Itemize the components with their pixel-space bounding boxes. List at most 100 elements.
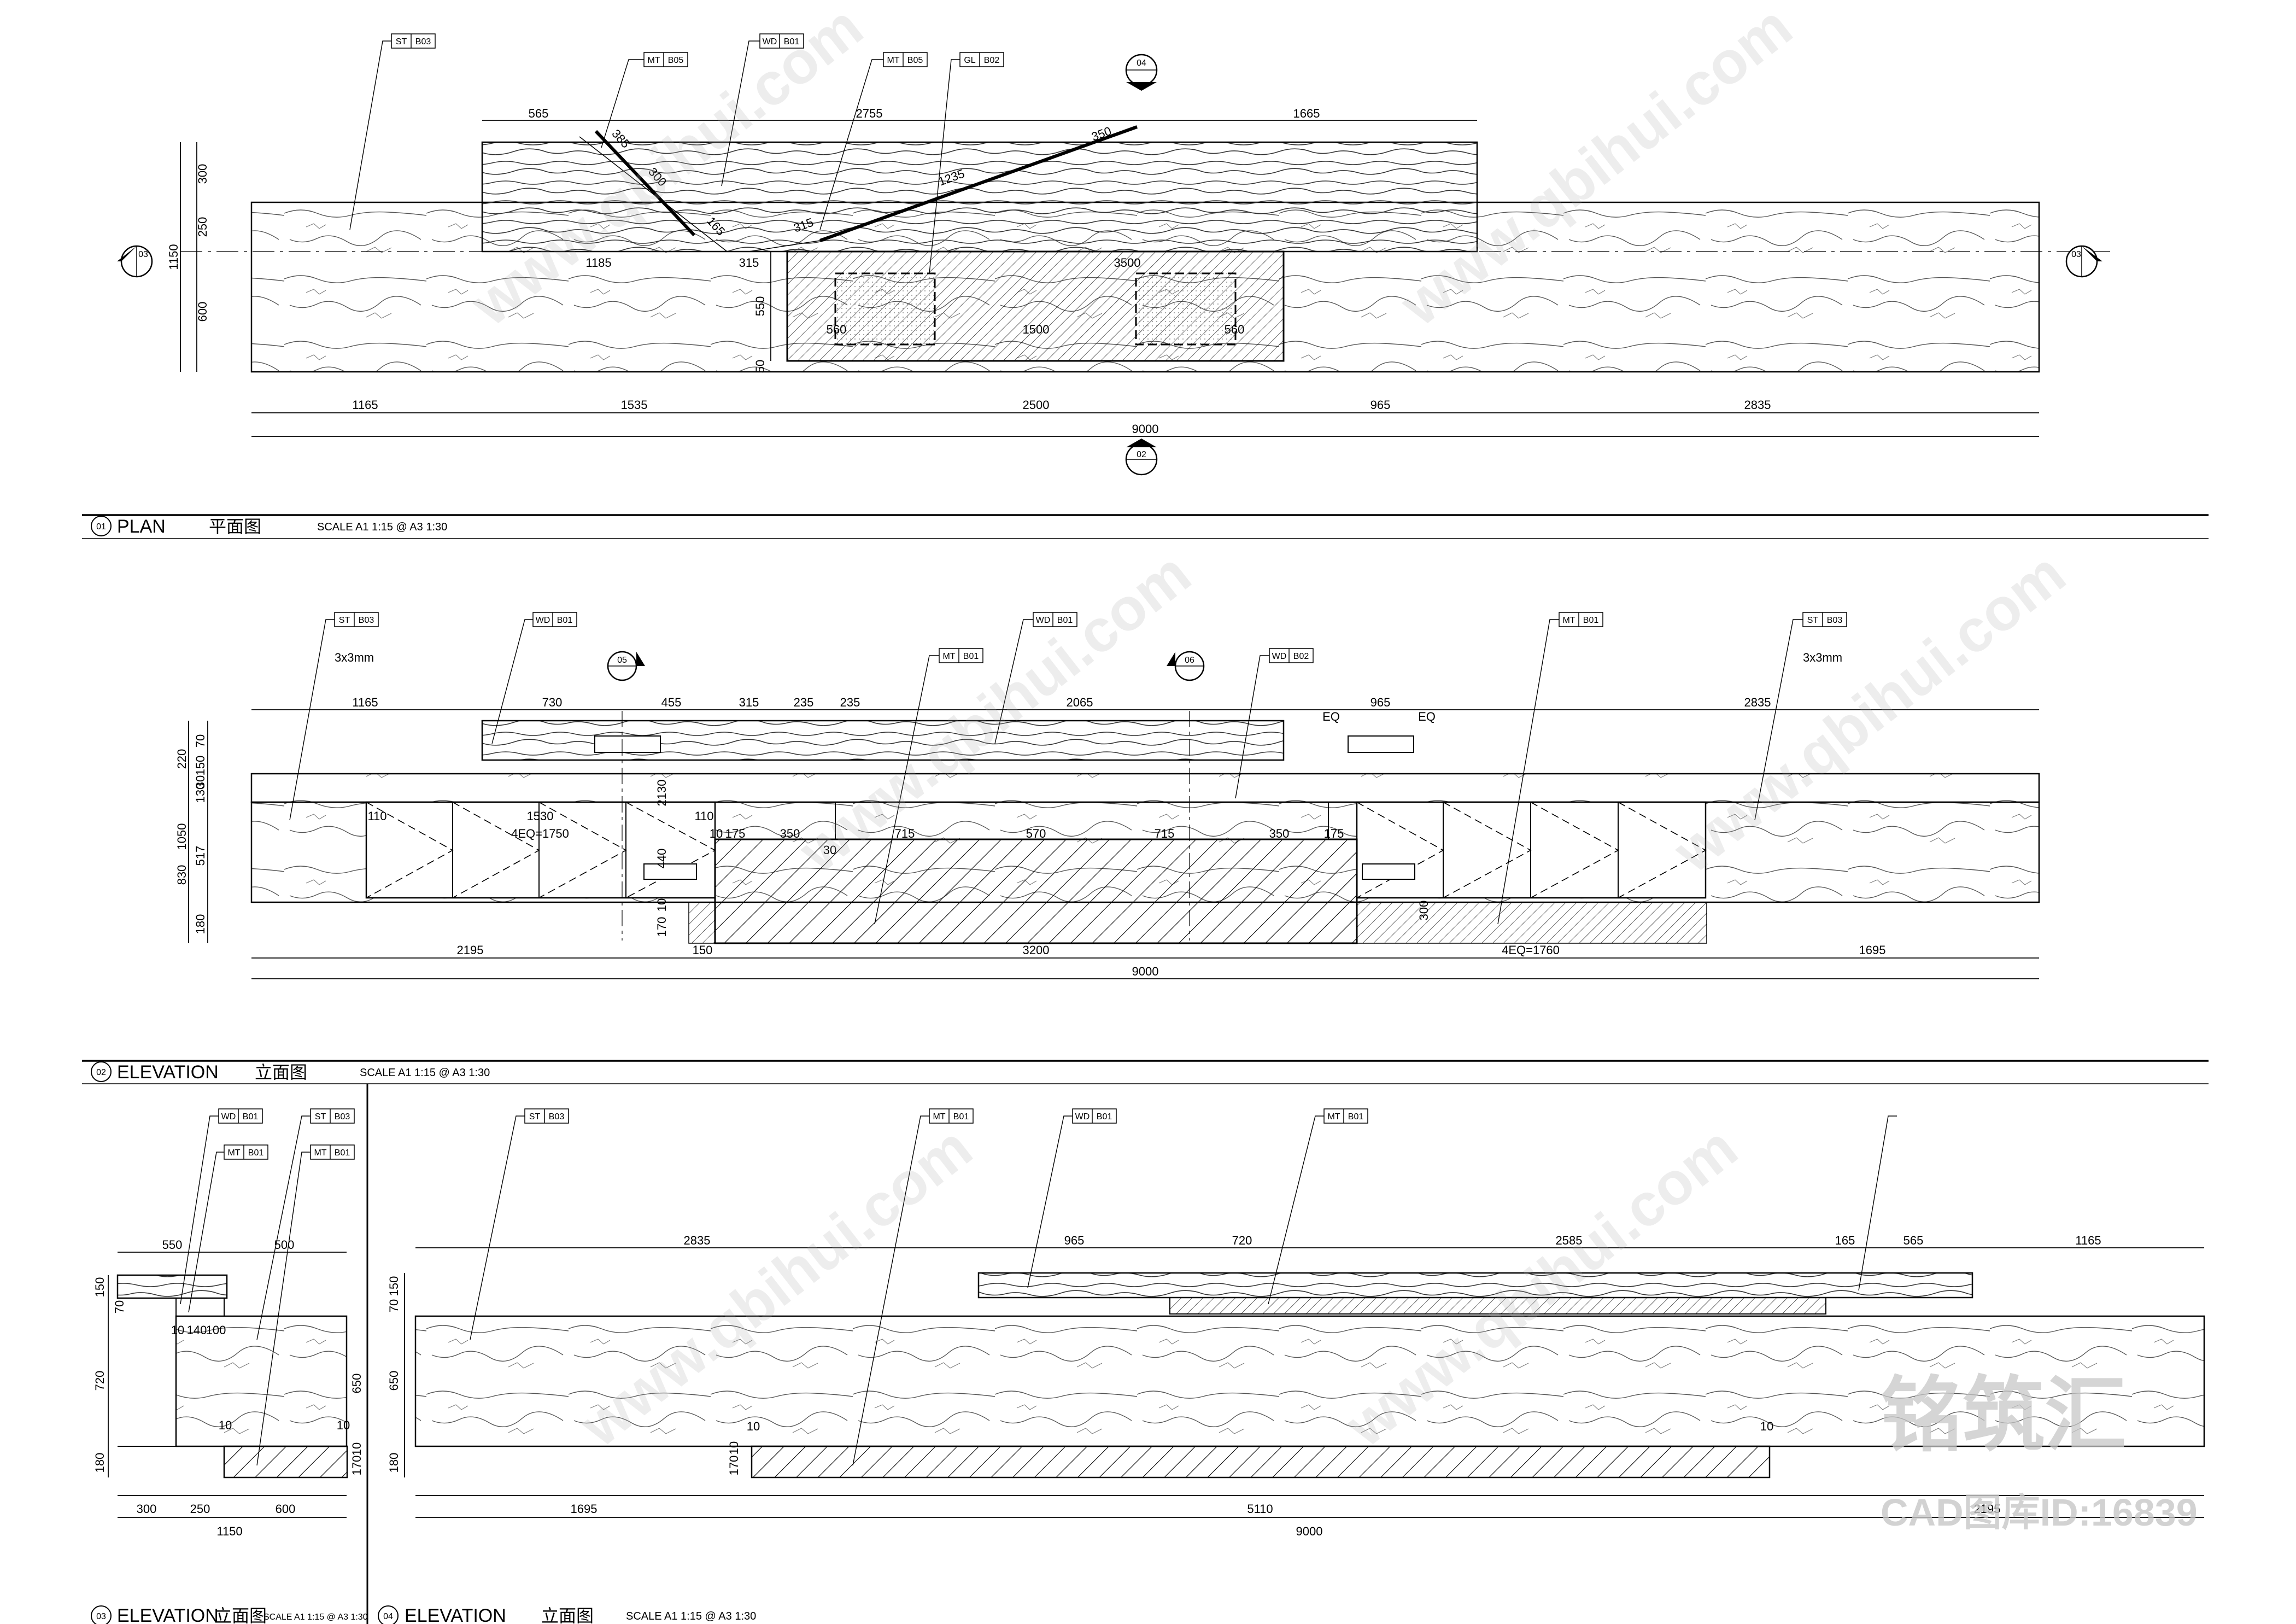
section-title-elevation-b: 03 ELEVATION 立面图 SCALE A1 1:15 @ A3 1:30: [91, 1605, 368, 1624]
elev-a-marble-band: [250, 773, 2040, 803]
dim-label: 500: [274, 1238, 295, 1252]
dim-label: 110: [367, 809, 386, 823]
elev-a-desk-hatch: [714, 838, 1358, 944]
dim-label: 1530: [527, 809, 554, 823]
dim-label: 1150: [167, 244, 180, 270]
dim-label: 150: [693, 943, 713, 957]
svg-text:B05: B05: [907, 56, 923, 65]
elevation-b-drawing: [116, 1274, 348, 1479]
dim-label: 2835: [684, 1234, 711, 1247]
dim-label: 715: [1155, 827, 1175, 840]
watermark-site: www.qbihui.com: [1661, 539, 2077, 885]
section-scale: SCALE A1 1:15 @ A3 1:30: [317, 521, 447, 533]
svg-text:03: 03: [138, 250, 148, 259]
title-bars: [82, 514, 2209, 1624]
dim-label: 715: [895, 827, 915, 840]
section-title: PLAN: [117, 516, 166, 537]
dim-label: 315: [739, 256, 759, 270]
section-number: 03: [96, 1612, 106, 1621]
svg-text:B01: B01: [953, 1112, 969, 1121]
elev-b-marble: [175, 1315, 348, 1447]
dim-label: 965: [1064, 1234, 1085, 1247]
dim-label: 1050: [175, 823, 189, 850]
dim-label: 70: [387, 1299, 401, 1312]
dim-label: 300: [137, 1502, 157, 1516]
dim-label: 560: [827, 323, 847, 336]
watermark-site: www.qbihui.com: [786, 539, 1203, 885]
svg-text:B01: B01: [963, 652, 979, 661]
dim-label: 1500: [1023, 323, 1050, 336]
dim-label: 1165: [2075, 1234, 2101, 1247]
section-title-cn: 平面图: [209, 517, 261, 536]
svg-text:04: 04: [1137, 59, 1146, 68]
dim-label: 385: [609, 127, 632, 151]
material-tag: MT B01: [939, 648, 983, 663]
dim-label: 165: [704, 214, 728, 238]
dim-overall: 9000: [1132, 422, 1159, 436]
svg-text:MT: MT: [647, 56, 660, 65]
dim-label: 30: [194, 775, 207, 788]
svg-text:B01: B01: [1057, 616, 1073, 625]
svg-text:WD: WD: [1272, 652, 1287, 661]
dim-label: 10: [1760, 1419, 1773, 1433]
plan-drawer-right: [1135, 272, 1237, 346]
svg-text:B05: B05: [668, 56, 684, 65]
dim-label: 70: [113, 1300, 126, 1313]
svg-text:B02: B02: [1293, 652, 1309, 661]
svg-text:B03: B03: [415, 37, 431, 46]
section-marker: 02: [1125, 439, 1158, 476]
watermark-site: www.qbihui.com: [1387, 0, 1804, 339]
svg-text:ST: ST: [1807, 616, 1819, 625]
elevation-c-drawing: [414, 1272, 2205, 1479]
dim-overall: 1150: [216, 1524, 242, 1538]
note-label: 3x3mm: [1803, 651, 1842, 664]
svg-text:ST: ST: [396, 37, 407, 46]
elev-a-leader-lines: [289, 619, 1803, 925]
dim-label: 250: [196, 217, 209, 237]
dim-label: 175: [1324, 827, 1344, 840]
elev-b-leader-lines: [180, 1115, 311, 1466]
note-label: 3x3mm: [335, 651, 374, 664]
svg-text:MT: MT: [942, 652, 955, 661]
elev-a-section-markers: 05 06: [607, 651, 1205, 681]
svg-text:B03: B03: [359, 616, 374, 625]
dim-label: 2500: [1023, 398, 1050, 412]
svg-text:05: 05: [617, 656, 627, 665]
material-tag: WD B02: [1269, 648, 1314, 663]
dim-label: 2835: [1744, 398, 1771, 412]
section-marker: 05: [607, 651, 645, 681]
svg-text:B03: B03: [335, 1112, 350, 1121]
dim-label: 150: [93, 1277, 107, 1298]
dim-label: 30: [823, 843, 836, 857]
dim-label: 10: [350, 1442, 364, 1456]
svg-text:MT: MT: [227, 1148, 240, 1158]
section-scale: SCALE A1 1:15 @ A3 1:30: [263, 1613, 368, 1622]
svg-text:ST: ST: [339, 616, 350, 625]
dim-label: 110: [694, 809, 713, 823]
elev-a-cabinet-left: [365, 801, 716, 899]
dim-label: 1165: [352, 696, 378, 709]
dim-label: 180: [93, 1453, 107, 1473]
dim-label: 2835: [1744, 696, 1771, 709]
eq-label: EQ: [1322, 710, 1340, 723]
dim-label: 180: [387, 1453, 401, 1473]
svg-text:B01: B01: [243, 1112, 259, 1121]
dim-label: 2195: [457, 943, 484, 957]
svg-text:06: 06: [1185, 656, 1194, 665]
dim-label: 570: [1026, 827, 1046, 840]
plan-wood-top: [481, 141, 1478, 253]
dim-label: 650: [350, 1374, 364, 1394]
